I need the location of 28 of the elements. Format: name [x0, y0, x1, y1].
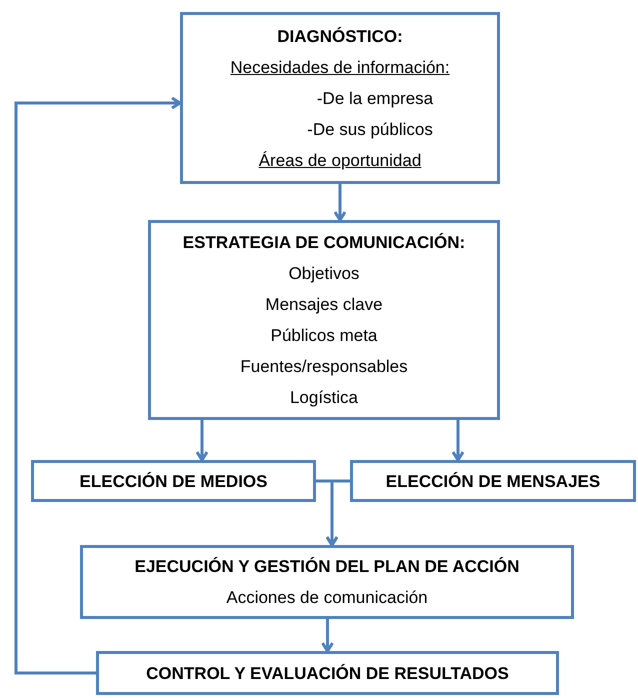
- arrow: [334, 184, 346, 222]
- arrow: [14, 96, 182, 674]
- box-heading: EJECUCIÓN Y GESTIÓN DEL PLAN DE ACCIÓN: [134, 556, 520, 578]
- box-text: -De sus públicos: [307, 118, 433, 140]
- box-text: Mensajes clave: [265, 294, 383, 316]
- process-box: [96, 651, 559, 695]
- box-text: Áreas de oportunidad: [258, 150, 422, 172]
- box-text: Necesidades de información:: [230, 56, 450, 78]
- process-box: [180, 12, 500, 184]
- process-box: [148, 220, 500, 420]
- box-text: Objetivos: [288, 263, 360, 285]
- box-text: Públicos meta: [270, 325, 378, 347]
- box-text: Logística: [290, 387, 358, 409]
- box-text: ELECCIÓN DE MEDIOS: [80, 470, 268, 492]
- arrow: [196, 420, 208, 462]
- box-heading: ESTRATEGIA DE COMUNICACIÓN:: [182, 232, 466, 254]
- box-text: CONTROL Y EVALUACIÓN DE RESULTADOS: [146, 662, 509, 684]
- box-heading: DIAGNÓSTICO:: [277, 26, 403, 48]
- arrow: [326, 480, 350, 546]
- process-box: [31, 460, 316, 502]
- box-text: ELECCIÓN DE MENSAJES: [386, 470, 600, 492]
- arrow: [321, 619, 334, 652]
- process-box: [350, 460, 636, 502]
- box-text: Acciones de comunicación: [226, 587, 428, 609]
- box-text: -De la empresa: [316, 88, 434, 110]
- box-text: Fuentes/responsables: [240, 356, 408, 378]
- process-box: [80, 545, 574, 619]
- arrow: [452, 420, 464, 462]
